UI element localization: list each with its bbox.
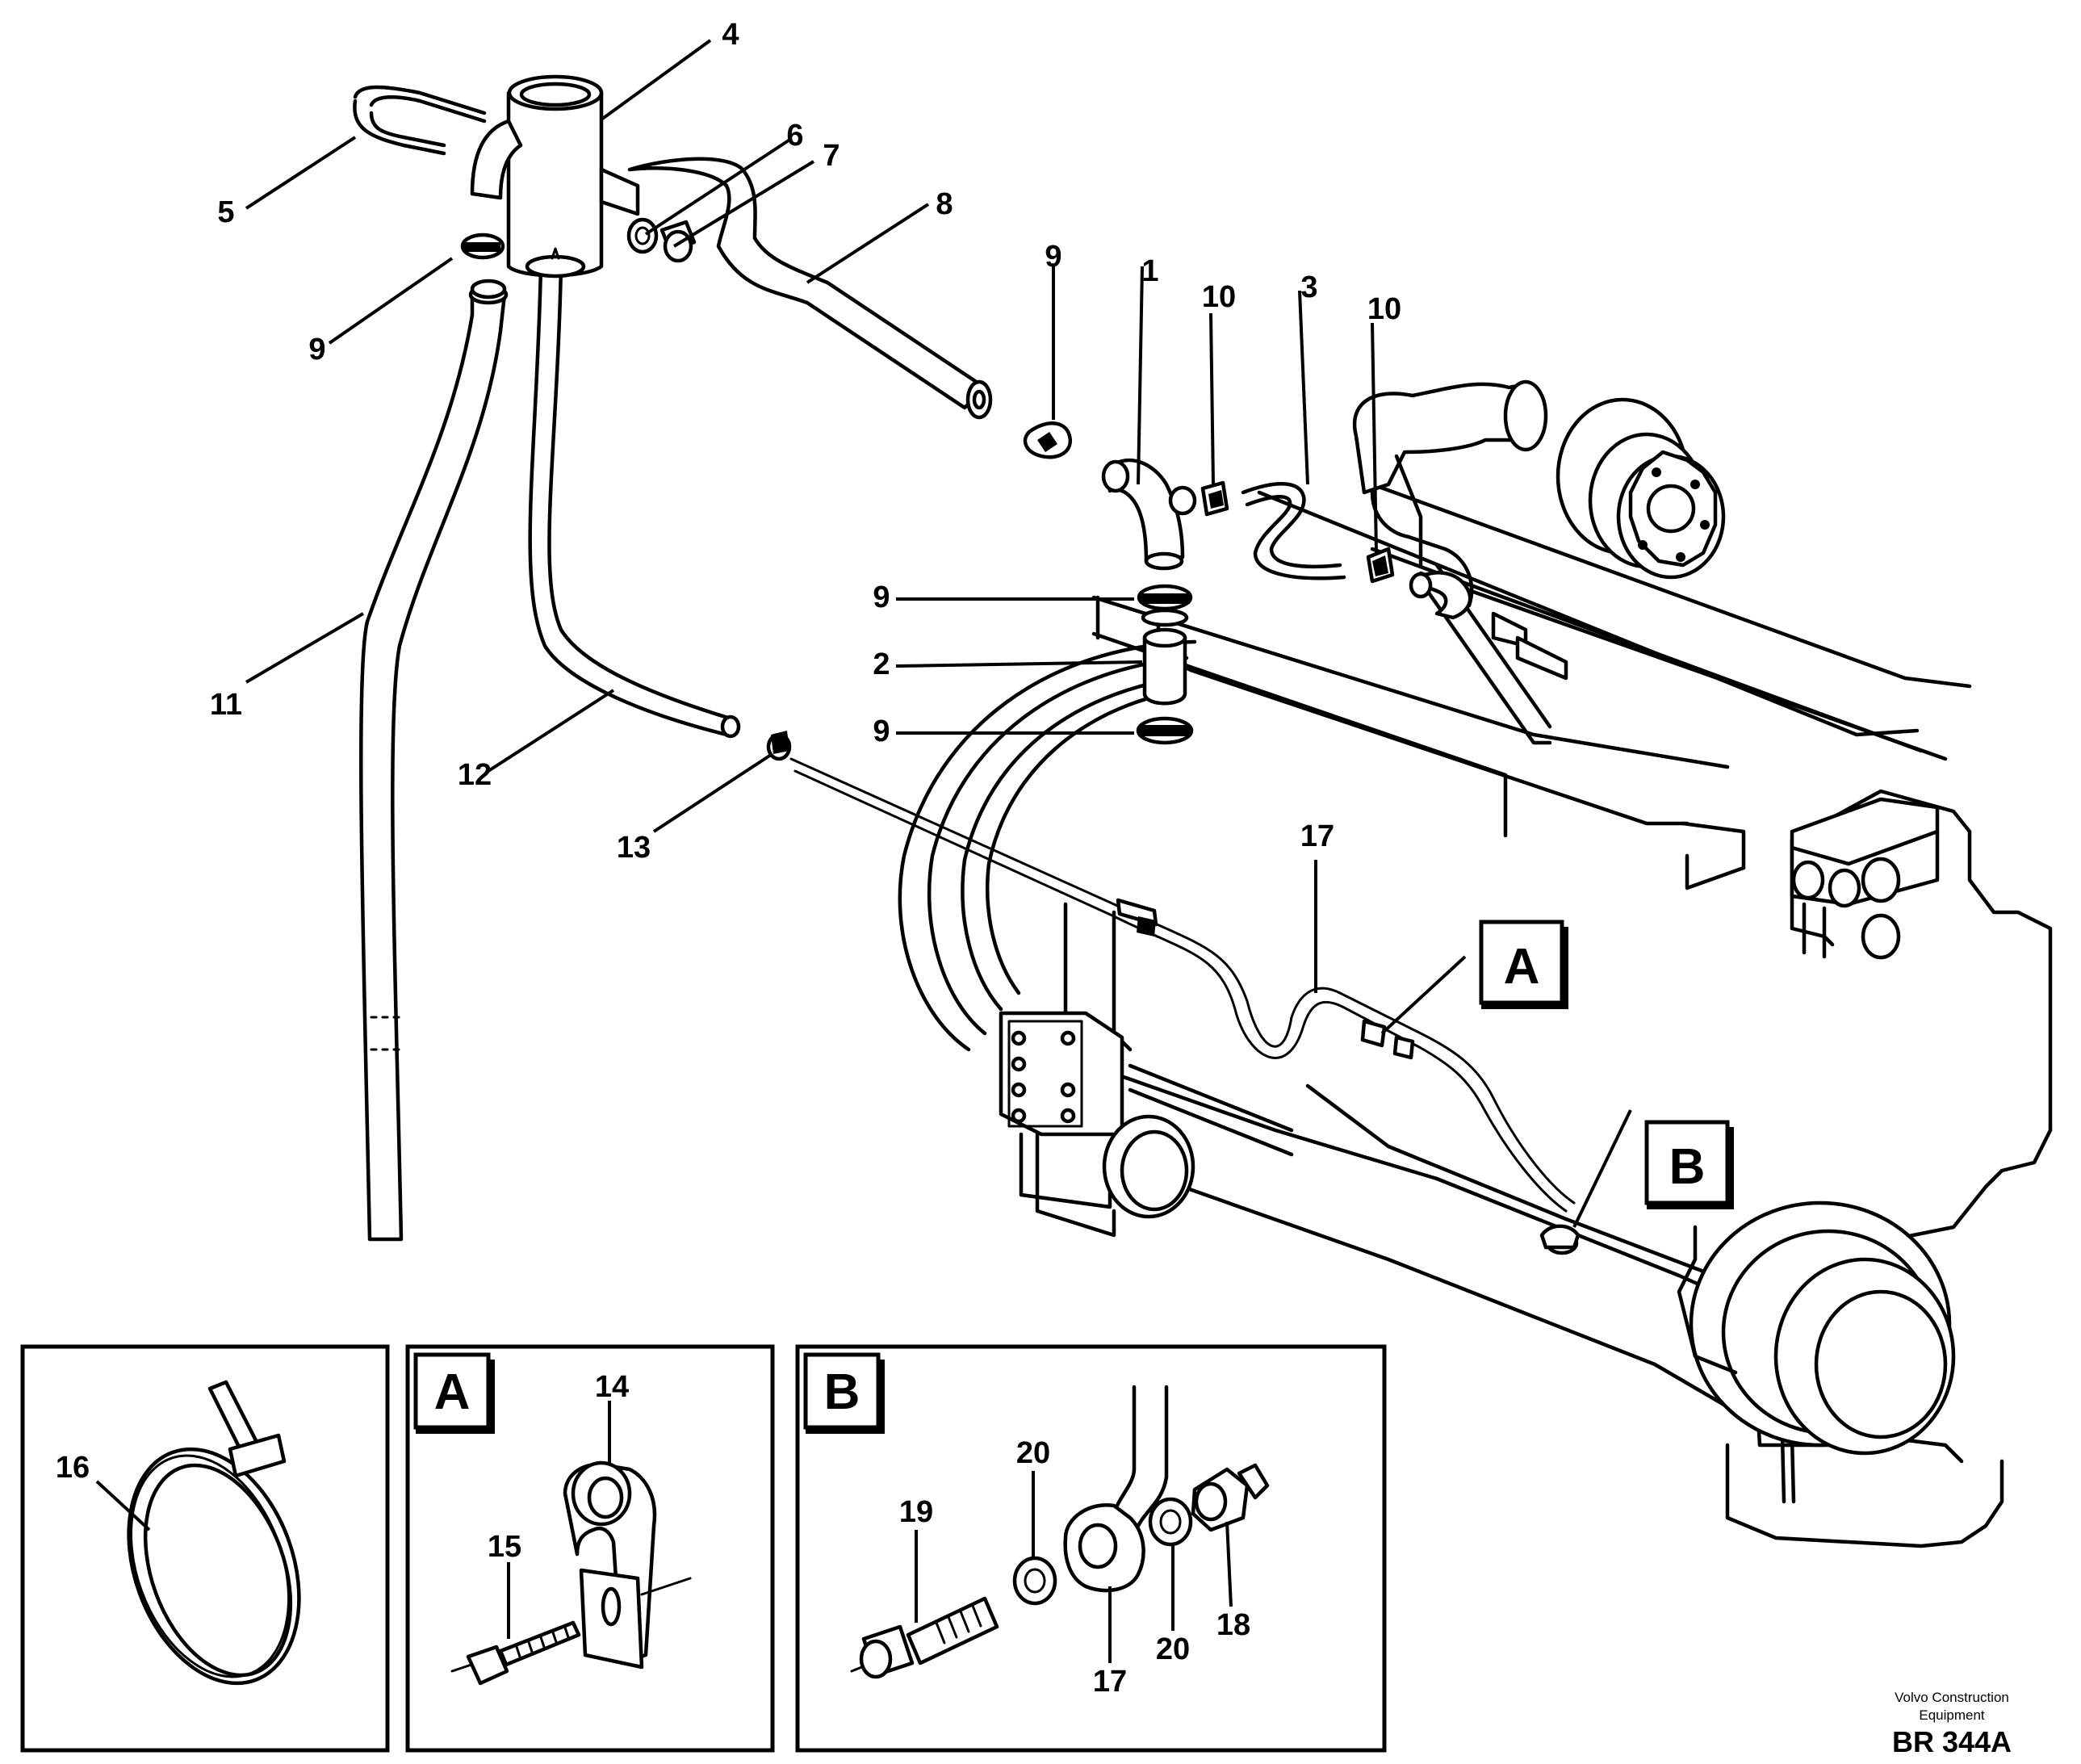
callout-18: 18 bbox=[1216, 1608, 1250, 1642]
callout-17-main: 17 bbox=[1300, 819, 1334, 853]
callout-4: 4 bbox=[722, 18, 739, 52]
callout-3: 3 bbox=[1300, 270, 1317, 304]
callout-8: 8 bbox=[936, 187, 953, 221]
clamp-6 bbox=[626, 217, 659, 254]
hose-2 bbox=[1142, 627, 1187, 706]
callout-6: 6 bbox=[786, 119, 803, 153]
callout-9-upper-right: 9 bbox=[1045, 240, 1061, 274]
leader-lines bbox=[245, 39, 1632, 1228]
detail-a-label: A bbox=[434, 1364, 471, 1420]
view-marker-a-label: A bbox=[1504, 939, 1540, 995]
callout-20-left: 20 bbox=[1016, 1436, 1050, 1470]
banjo-bolt-19 bbox=[850, 1596, 999, 1679]
tie-13 bbox=[766, 731, 792, 761]
p-clip-14 bbox=[563, 1460, 692, 1670]
company-line-2: Equipment bbox=[1919, 1707, 1985, 1723]
company-line-1: Volvo Construction bbox=[1895, 1690, 2009, 1705]
hose-3 bbox=[1241, 482, 1346, 580]
adapter-18 bbox=[1191, 1463, 1270, 1532]
callout-9-lower: 9 bbox=[873, 714, 890, 748]
callout-10-right: 10 bbox=[1367, 292, 1401, 326]
clamp-10-left bbox=[1168, 480, 1229, 517]
main-callouts: 4 5 6 7 8 9 1 10 3 10 9 9 2 9 11 12 13 1… bbox=[210, 18, 1401, 865]
callout-1: 1 bbox=[1141, 254, 1158, 288]
nipple-7 bbox=[659, 220, 697, 263]
clamp-9-upper bbox=[460, 233, 507, 300]
callout-17-detail: 17 bbox=[1093, 1665, 1127, 1699]
detail-b-label: B bbox=[824, 1364, 860, 1420]
detail-panel-a: A 14 15 bbox=[405, 1344, 775, 1753]
callout-11: 11 bbox=[210, 688, 242, 722]
callout-12: 12 bbox=[458, 758, 492, 792]
detail-panel-b: B 19 bbox=[795, 1344, 1387, 1753]
hose-12 bbox=[528, 264, 741, 739]
callout-16: 16 bbox=[56, 1451, 90, 1485]
callout-14: 14 bbox=[595, 1370, 629, 1404]
callout-9-mid: 9 bbox=[873, 580, 890, 614]
callout-7: 7 bbox=[823, 139, 840, 173]
view-marker-b-main: B bbox=[1644, 1120, 1734, 1209]
expansion-tank-4 bbox=[470, 74, 640, 279]
banjo-17 bbox=[1063, 1385, 1169, 1593]
pipe-17 bbox=[789, 757, 1581, 1255]
callout-5: 5 bbox=[217, 195, 234, 229]
detail-panel-cable-tie: 16 bbox=[20, 1344, 390, 1753]
callout-2: 2 bbox=[873, 647, 890, 681]
callout-10-left: 10 bbox=[1202, 280, 1236, 314]
clamp-9-right bbox=[1023, 421, 1072, 459]
washer-20-right bbox=[1148, 1497, 1193, 1547]
callout-15: 15 bbox=[488, 1530, 521, 1564]
turbocharger bbox=[1352, 379, 1726, 745]
clamp-9-mid bbox=[1137, 584, 1193, 627]
callout-20-right: 20 bbox=[1156, 1632, 1190, 1666]
drawing-number: BR 344A bbox=[1892, 1725, 2012, 1758]
hose-5 bbox=[353, 85, 487, 156]
view-marker-a-main: A bbox=[1479, 920, 1568, 1009]
footer-credits: Volvo Construction Equipment BR 344A bbox=[1892, 1690, 2012, 1758]
clamp-10-right bbox=[1366, 547, 1395, 584]
callout-19: 19 bbox=[899, 1495, 933, 1529]
clamp-9-lower bbox=[1136, 716, 1194, 745]
elbow-right bbox=[1409, 571, 1472, 620]
bolt-15 bbox=[450, 1620, 581, 1686]
cable-tie-16 bbox=[127, 1380, 301, 1686]
engine-block bbox=[898, 482, 2053, 1548]
callout-13: 13 bbox=[617, 831, 651, 865]
view-marker-b-label: B bbox=[1669, 1139, 1706, 1195]
elbow-1 bbox=[1101, 458, 1185, 571]
washer-20-left bbox=[1012, 1556, 1057, 1606]
callout-9-upper-left: 9 bbox=[308, 333, 325, 367]
